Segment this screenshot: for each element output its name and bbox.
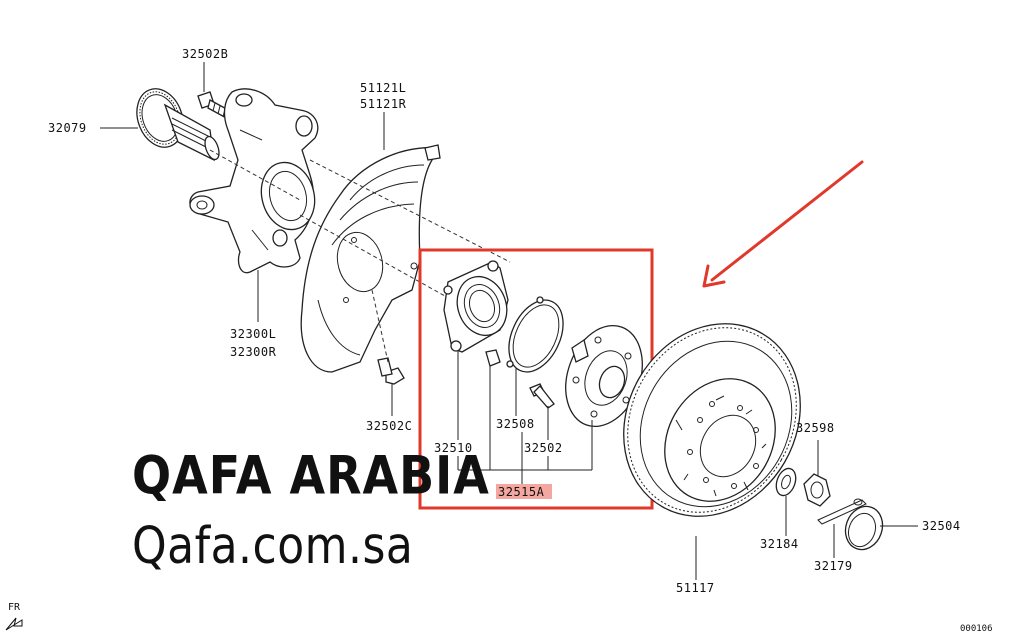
label-32510: 32510 <box>434 441 473 455</box>
diagram-code: 000106 <box>960 624 993 634</box>
dust-shield-part-51121 <box>300 144 441 373</box>
fr-direction-arrow-icon <box>5 617 23 631</box>
label-32079: 32079 <box>48 121 87 135</box>
orientation-label: FR <box>8 602 21 613</box>
label-32598: 32598 <box>796 421 835 435</box>
label-32502B: 32502B <box>182 47 228 61</box>
label-32179: 32179 <box>814 559 853 573</box>
label-32504: 32504 <box>922 519 961 533</box>
lock-nut-part-32598 <box>803 473 831 507</box>
nut-part-near-32510 <box>485 349 501 367</box>
label-32300R: 32300R <box>230 345 277 359</box>
label-32300L: 32300L <box>230 327 276 341</box>
label-32515A: 32515A <box>498 485 545 499</box>
hub-flange-part <box>565 324 643 428</box>
o-ring-part-32508 <box>506 296 564 373</box>
watermark-brand-name: QAFA ARABIA <box>132 444 490 507</box>
label-32502: 32502 <box>524 441 563 455</box>
highlight-label-bg <box>496 484 552 499</box>
steering-knuckle-part-32300 <box>189 88 319 274</box>
hub-bearing-part-32510 <box>443 260 509 353</box>
washer-part-32184 <box>775 467 797 497</box>
label-51121R: 51121R <box>360 97 407 111</box>
brake-disc-part-51117 <box>623 323 801 517</box>
leader-lines <box>100 62 918 580</box>
bolt-part-32502C <box>371 289 405 385</box>
tone-ring-part-32079 <box>136 88 220 162</box>
label-32508: 32508 <box>496 417 535 431</box>
label-51117: 51117 <box>676 581 715 595</box>
hub-stud-part-32502 <box>529 383 555 409</box>
cotter-pin-part-32179 <box>817 498 867 525</box>
label-32184: 32184 <box>760 537 799 551</box>
grease-cap-part-32504 <box>844 505 884 551</box>
label-32502C: 32502C <box>366 419 412 433</box>
red-pointer-arrow <box>702 160 864 288</box>
watermark-website: Qafa.com.sa <box>132 517 414 576</box>
label-51121L: 51121L <box>360 81 406 95</box>
